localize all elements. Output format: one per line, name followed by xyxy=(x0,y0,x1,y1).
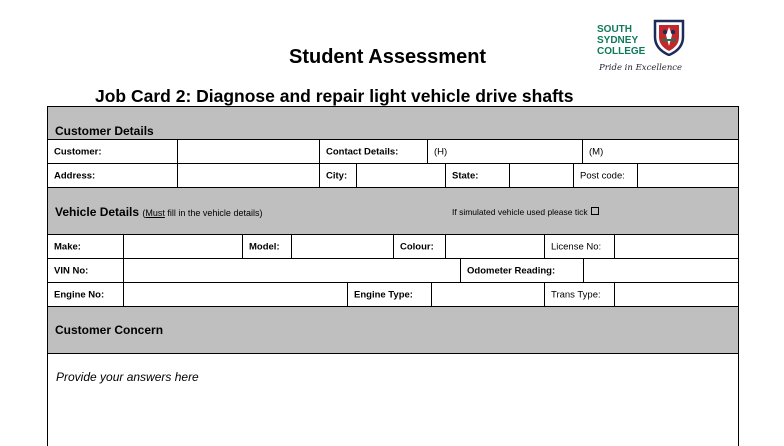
customer-label-cell: Customer: xyxy=(48,140,177,163)
engine-no-label-cell: Engine No: xyxy=(48,283,123,306)
make-label: Make: xyxy=(54,241,81,252)
postcode-label: Post code: xyxy=(580,170,625,181)
engine-type-label: Engine Type: xyxy=(354,289,413,300)
logo-text-college: COLLEGE xyxy=(597,46,646,57)
colour-field[interactable] xyxy=(445,235,544,258)
customer-concern-answer[interactable]: Provide your answers here xyxy=(56,370,199,384)
license-label: License No: xyxy=(551,241,602,252)
postcode-label-cell: Post code: xyxy=(573,164,637,187)
vin-field[interactable] xyxy=(123,259,460,282)
vehicle-details-instruction: (Must fill in the vehicle details) xyxy=(142,208,263,218)
simulated-vehicle-checkbox[interactable] xyxy=(590,207,599,215)
engine-type-label-cell: Engine Type: xyxy=(347,283,431,306)
vin-label-cell: VIN No: xyxy=(48,259,123,282)
job-card-form: Customer Details Customer: Contact Detai… xyxy=(47,106,739,446)
trans-type-label: Trans Type: xyxy=(551,289,601,300)
contact-label-cell: Contact Details: xyxy=(319,140,427,163)
city-label: City: xyxy=(326,170,348,181)
college-shield-icon xyxy=(653,19,685,56)
engine-no-field[interactable] xyxy=(123,283,347,306)
city-field[interactable] xyxy=(356,164,445,187)
customer-label: Customer: xyxy=(54,146,102,157)
odometer-label-cell: Odometer Reading: xyxy=(460,259,583,282)
home-phone-label: (H) xyxy=(434,146,448,157)
model-label: Model: xyxy=(249,241,280,252)
customer-details-band: Customer Details xyxy=(48,107,738,140)
customer-details-heading: Customer Details xyxy=(55,124,154,138)
customer-row: Customer: Contact Details: (H) (M) xyxy=(48,140,738,164)
address-row: Address: City: State: Post code: xyxy=(48,164,738,188)
address-field[interactable] xyxy=(177,164,319,187)
address-label: Address: xyxy=(54,170,96,181)
make-label-cell: Make: xyxy=(48,235,123,258)
simulated-vehicle-note: If simulated vehicle used please tick xyxy=(452,207,599,217)
state-field[interactable] xyxy=(509,164,573,187)
logo-motto: Pride in Excellence xyxy=(599,63,683,73)
vehicle-details-band: Vehicle Details (Must fill in the vehicl… xyxy=(48,188,738,235)
customer-concern-heading: Customer Concern xyxy=(55,323,164,337)
instruction-rest: fill in the vehicle details) xyxy=(164,208,263,218)
job-card-title: Job Card 2: Diagnose and repair light ve… xyxy=(95,86,574,106)
contact-details-label: Contact Details: xyxy=(326,146,399,157)
postcode-field[interactable] xyxy=(637,164,738,187)
odometer-label: Odometer Reading: xyxy=(467,265,556,276)
make-field[interactable] xyxy=(123,235,242,258)
mobile-phone-field[interactable]: (M) xyxy=(582,140,738,163)
address-label-cell: Address: xyxy=(48,164,177,187)
city-label-cell: City: xyxy=(319,164,356,187)
model-label-cell: Model: xyxy=(242,235,291,258)
state-label: State: xyxy=(452,170,479,181)
vin-label: VIN No: xyxy=(54,265,89,276)
vehicle-details-heading: Vehicle Details xyxy=(55,205,140,219)
vin-row: VIN No: Odometer Reading: xyxy=(48,259,738,283)
vehicle-details-heading-wrap: Vehicle Details (Must fill in the vehicl… xyxy=(55,205,262,219)
customer-concern-band: Customer Concern xyxy=(48,307,738,354)
page-title: Student Assessment xyxy=(289,46,487,68)
license-label-cell: License No: xyxy=(544,235,614,258)
engine-type-field[interactable] xyxy=(431,283,544,306)
must-word: Must xyxy=(145,208,165,218)
colour-label: Colour: xyxy=(400,241,434,252)
simulated-vehicle-text: If simulated vehicle used please tick xyxy=(452,207,588,217)
college-logo: SOUTH SYDNEY COLLEGE Pride in Excellence xyxy=(597,18,692,80)
trans-type-label-cell: Trans Type: xyxy=(544,283,614,306)
mobile-phone-label: (M) xyxy=(589,146,604,157)
logo-text-sydney: SYDNEY xyxy=(597,35,639,46)
odometer-field[interactable] xyxy=(583,259,738,282)
model-field[interactable] xyxy=(291,235,393,258)
engine-row: Engine No: Engine Type: Trans Type: xyxy=(48,283,738,307)
logo-text-south: SOUTH xyxy=(597,24,632,35)
state-label-cell: State: xyxy=(445,164,509,187)
license-field[interactable] xyxy=(614,235,738,258)
home-phone-field[interactable]: (H) xyxy=(427,140,582,163)
colour-label-cell: Colour: xyxy=(393,235,445,258)
make-row: Make: Model: Colour: License No: xyxy=(48,235,738,259)
customer-field[interactable] xyxy=(177,140,319,163)
trans-type-field[interactable] xyxy=(614,283,738,306)
engine-no-label: Engine No: xyxy=(54,289,105,300)
